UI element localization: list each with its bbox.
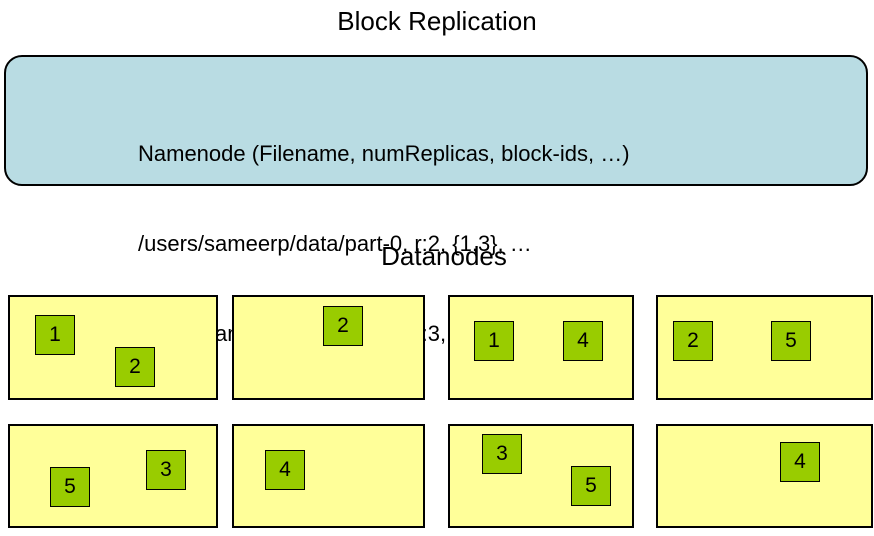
block-1: 1 [35, 315, 75, 355]
namenode-line-part0: /users/sameerp/data/part-0, r:2, {1,3}, … [138, 231, 532, 256]
block-3: 3 [482, 434, 522, 474]
block-1: 1 [474, 321, 514, 361]
block-5: 5 [771, 321, 811, 361]
block-2: 2 [115, 347, 155, 387]
block-3: 3 [146, 450, 186, 490]
block-4: 4 [780, 442, 820, 482]
block-4: 4 [563, 321, 603, 361]
namenode-line-header: Namenode (Filename, numReplicas, block-i… [138, 141, 630, 166]
block-2: 2 [673, 321, 713, 361]
block-2: 2 [323, 306, 363, 346]
block-4: 4 [265, 450, 305, 490]
datanodes-label: Datanodes [381, 241, 507, 271]
block-5: 5 [571, 466, 611, 506]
block-5: 5 [50, 467, 90, 507]
datanode-box-2: 2 [232, 295, 425, 400]
datanode-box-8: 4 [656, 424, 873, 528]
namenode-box: Namenode (Filename, numReplicas, block-i… [4, 55, 868, 346]
diagram-title: Block Replication [337, 6, 537, 36]
datanode-box-6: 4 [232, 424, 425, 528]
